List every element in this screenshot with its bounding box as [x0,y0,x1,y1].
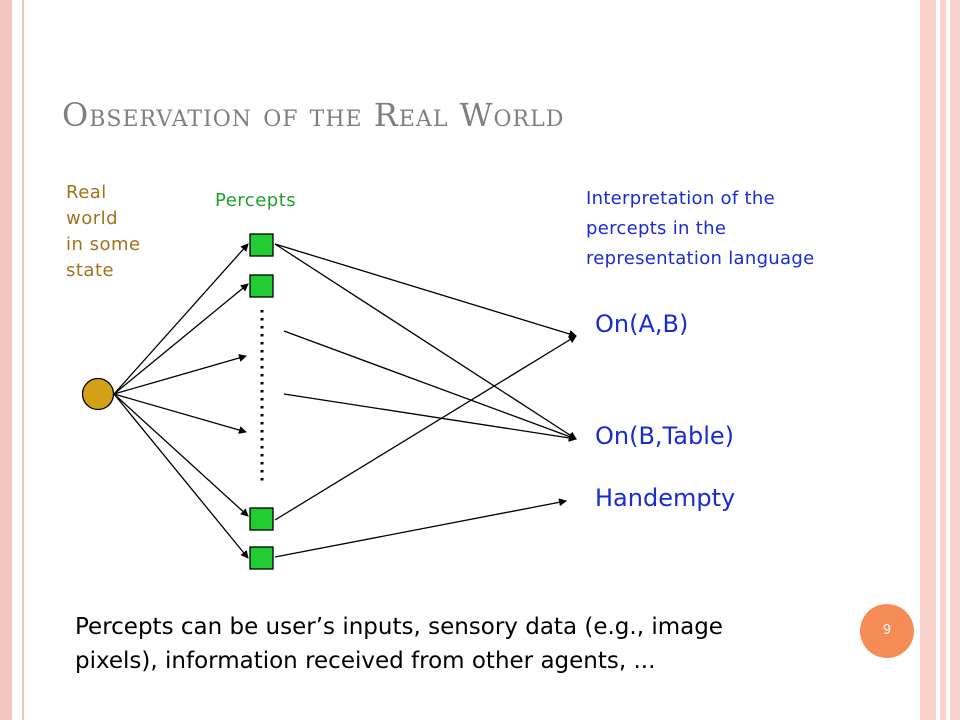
real-world-label-line: world [66,208,119,229]
percepts-note-line: pixels), information received from other… [75,648,656,674]
arrow-percept-to-on-a-b [274,243,577,338]
arrow-percept-to-on-b-table [283,330,577,441]
interpretation-label-line: percepts in the [586,218,727,239]
arrow-percept-to-on-b-table [274,243,577,440]
arrow-world-to-percept-2 [113,283,249,395]
percept-box [249,233,274,257]
left-frame-line [22,0,24,720]
arrow-world-to-percept-3 [113,354,247,395]
real-world-circle [81,377,115,411]
real-world-label: Real world in some state [66,180,141,284]
arrow-world-to-percept-5 [113,393,249,517]
percepts-label: Percepts [215,190,297,211]
arrow-world-to-percept-4 [113,393,247,434]
right-frame-bar-3 [950,0,960,720]
arrow-percept-to-handempty [274,498,567,558]
fact-on-b-table: On(B,Table) [595,422,734,450]
percepts-note: Percepts can be user’s inputs, sensory d… [75,610,723,678]
interpretation-label-line: representation language [586,248,815,269]
right-frame-bar [920,0,936,720]
percepts-note-line: Percepts can be user’s inputs, sensory d… [75,614,723,640]
real-world-label-line: Real [66,182,107,203]
interpretation-label: Interpretation of the percepts in the re… [586,184,814,274]
real-world-label-line: state [66,260,115,281]
percept-box [249,274,274,298]
fact-on-a-b: On(A,B) [595,310,689,338]
left-frame-bar [0,0,12,720]
percept-box [249,546,274,570]
percept-box [249,507,274,531]
arrow-world-to-percept-1 [113,243,249,395]
interpretation-label-line: Interpretation of the [586,188,775,209]
fact-handempty: Handempty [595,484,736,512]
slide-title: Observation of the Real World [62,96,565,134]
arrow-world-to-percept-6 [113,393,249,559]
slide-number-badge: 9 [860,604,914,658]
arrow-percept-to-on-a-b [274,335,577,521]
right-frame-bar-2 [940,0,946,720]
real-world-label-line: in some [66,234,141,255]
arrow-percept-to-on-b-table [283,393,577,442]
